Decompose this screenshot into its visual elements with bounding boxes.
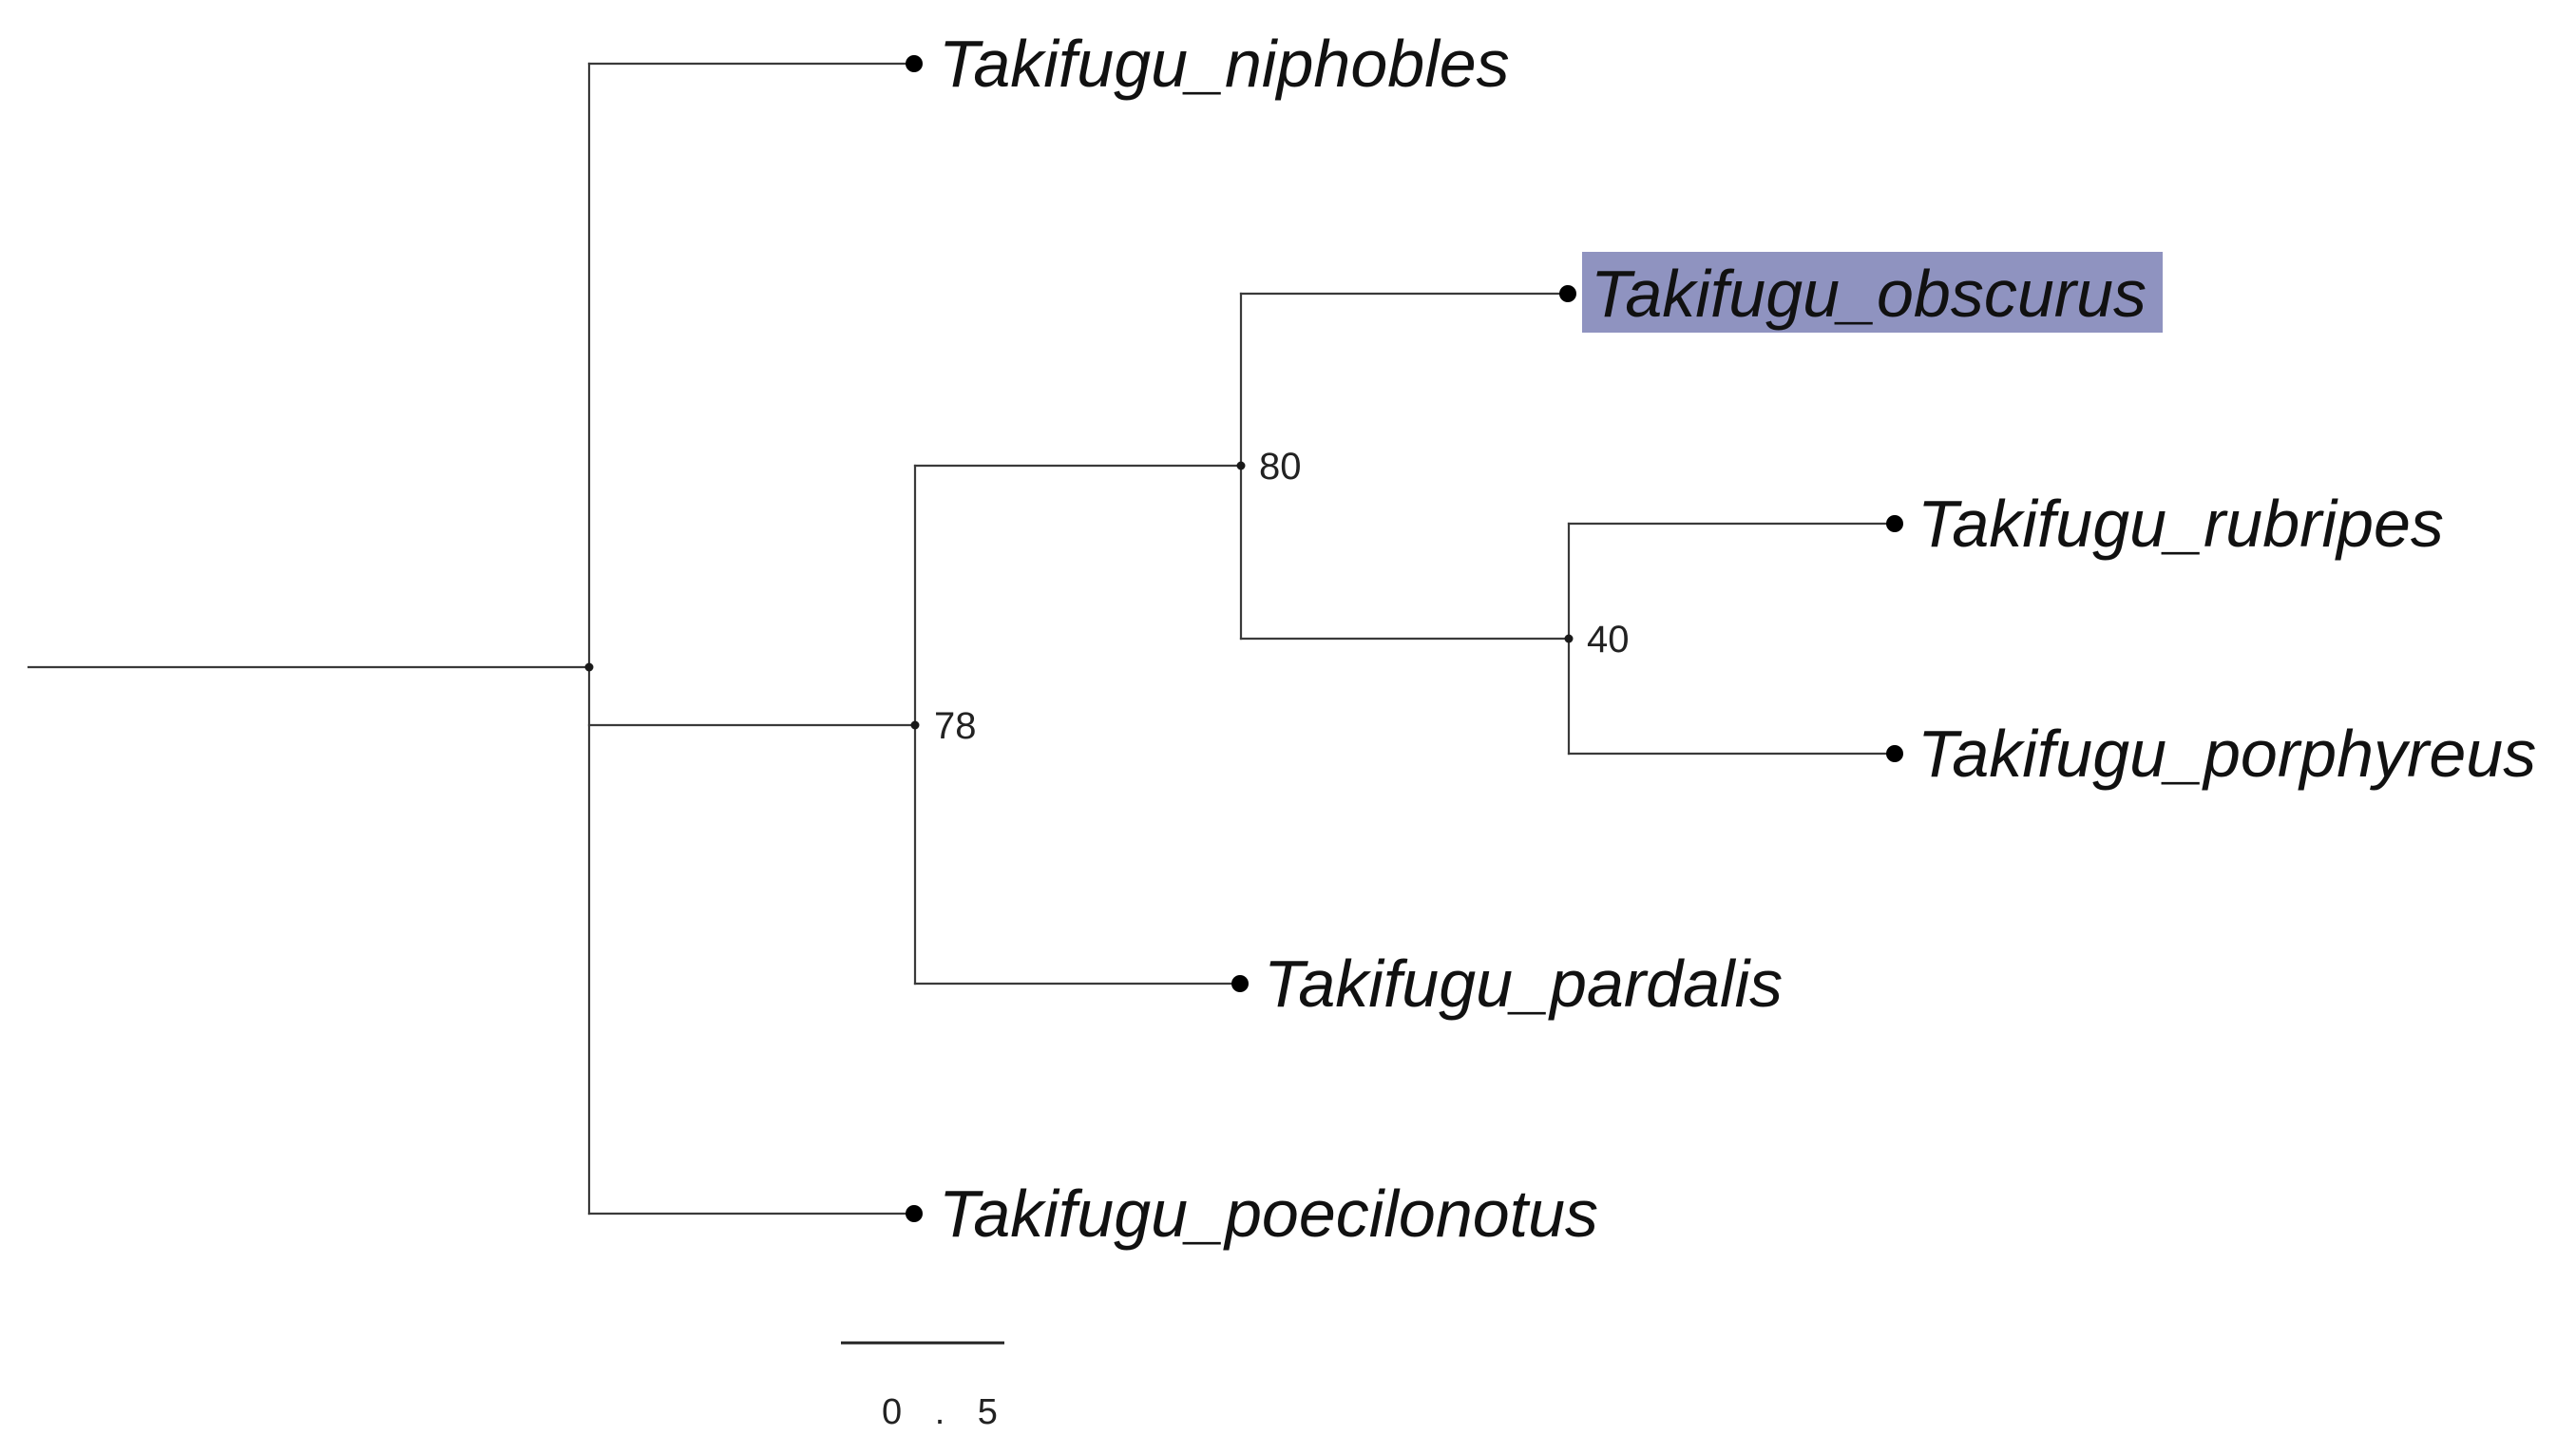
tip-label-porphyreus: Takifugu_porphyreus xyxy=(1918,717,2536,791)
tip-label-pardalis: Takifugu_pardalis xyxy=(1264,947,1783,1021)
node-root-dot xyxy=(584,662,594,672)
tip-label-poecilonotus: Takifugu_poecilonotus xyxy=(939,1177,1598,1251)
tip-dot-poecilonotus xyxy=(906,1205,923,1222)
tip-label-rubripes: Takifugu_rubripes xyxy=(1918,487,2444,561)
support-node-40: 40 xyxy=(1587,619,1630,661)
scale-bar-label: 0 . 5 xyxy=(882,1392,1009,1432)
node-80-dot xyxy=(1236,461,1246,470)
tip-dot-obscurus xyxy=(1559,285,1576,302)
tip-label-niphobles: Takifugu_niphobles xyxy=(939,27,1510,101)
tip-dot-pardalis xyxy=(1231,975,1249,992)
tip-dot-niphobles xyxy=(906,55,923,72)
support-node-78: 78 xyxy=(934,705,977,747)
node-40-dot xyxy=(1564,634,1574,643)
tip-label-obscurus: Takifugu_obscurus xyxy=(1591,257,2147,331)
support-node-80: 80 xyxy=(1259,446,1302,488)
tip-dot-rubripes xyxy=(1886,515,1903,532)
node-78-dot xyxy=(910,720,920,730)
highlight-obscurus xyxy=(1582,252,2163,333)
tip-dot-porphyreus xyxy=(1886,745,1903,762)
